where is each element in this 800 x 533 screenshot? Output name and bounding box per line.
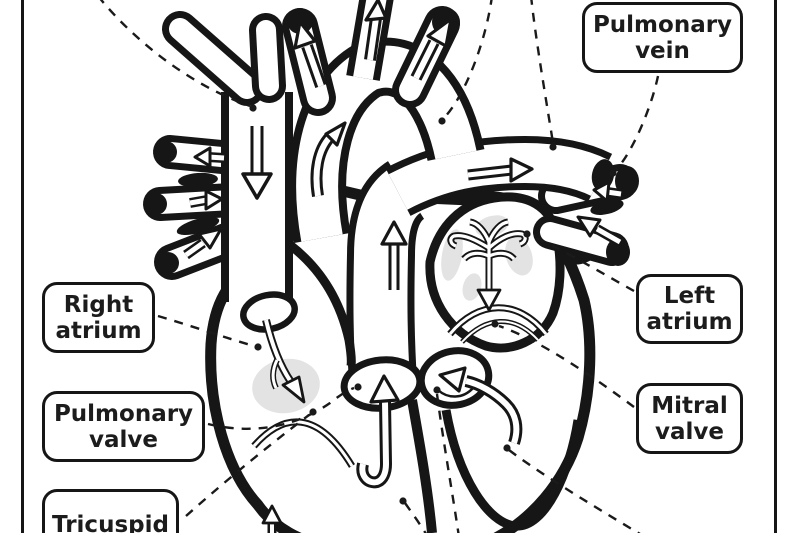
left-pulmonary-vein-lower-arrow [576,215,623,247]
right-pulmonary-vein-arrow-3 [183,227,223,260]
label-mitral-valve-line2: valve [655,418,724,445]
label-pulmonary-vein: Pulmonary vein [582,2,743,73]
right-ventricle-up-arrow [356,374,400,489]
label-pulmonary-vein-line1: Pulmonary [592,11,733,38]
right-pulmonary-vein-arrow-2 [189,189,224,211]
leader-right-atrium [157,314,255,348]
superior-vena-cava-down-arrow [241,126,273,200]
label-right-atrium-line1: Right [63,291,134,318]
leader-pulmonary-valve [207,386,355,430]
leader-tricuspid [185,414,310,517]
leader-superior-vena-cava-cut [99,0,251,108]
pulmonary-trunk-up-arrow [380,220,408,290]
label-tricuspid: Tricuspid [42,489,179,533]
aorta-branch-right-arrow [410,17,453,81]
flow-arrows [183,0,623,533]
label-right-atrium: Right atrium [42,282,155,353]
leader-aorta-cut [443,0,493,119]
left-atrium-branching-arrow [447,218,529,312]
label-left-atrium-line1: Left [663,283,716,310]
label-left-atrium-line2: atrium [646,309,733,335]
leader-pulmonary-artery-cut [530,0,555,144]
left-pulmonary-vein-upper-cap [615,166,639,196]
heart-inner-walls [251,241,583,533]
leader-dots [249,104,617,505]
label-pulmonary-valve-line2: valve [89,426,158,453]
apex-small-up-arrow [261,504,283,533]
label-tricuspid-line1: Tricuspid [52,512,169,533]
svc-opening-ring [240,291,298,333]
label-pulmonary-vein-line2: vein [635,37,690,64]
right-pulmonary-vein-arrow-1 [193,146,225,168]
ascending-aorta-curved-arrow [310,121,347,197]
label-right-atrium-line2: atrium [55,317,142,344]
label-pulmonary-valve-line1: Pulmonary [53,400,194,427]
leader-septum-cut [404,502,427,533]
right-atrium-flow-arrow [262,319,306,404]
leader-aortic-valve-cut [435,393,460,533]
page-border-rules [21,0,777,533]
leader-pulmonary-vein [615,75,660,171]
label-left-atrium: Left atrium [636,274,743,344]
leader-left-atrium [530,234,635,293]
leader-left-ventricle-cut [508,449,641,533]
left-pulmonary-vein-lower-cap [606,238,630,266]
label-pulmonary-valve: Pulmonary valve [42,391,205,462]
aorta-branch-middle-arrow [364,0,388,61]
leader-mitral-valve [498,324,635,408]
label-mitral-valve-line1: Mitral [651,392,728,419]
aorta-branch-left-arrow [293,20,327,88]
label-mitral-valve: Mitral valve [636,383,743,454]
left-pulmonary-vein-upper-arrow [592,180,622,203]
leader-lines [99,0,660,533]
pulmonary-artery-right-arrow [467,157,534,183]
left-ventricle-hook-arrow [438,366,523,445]
